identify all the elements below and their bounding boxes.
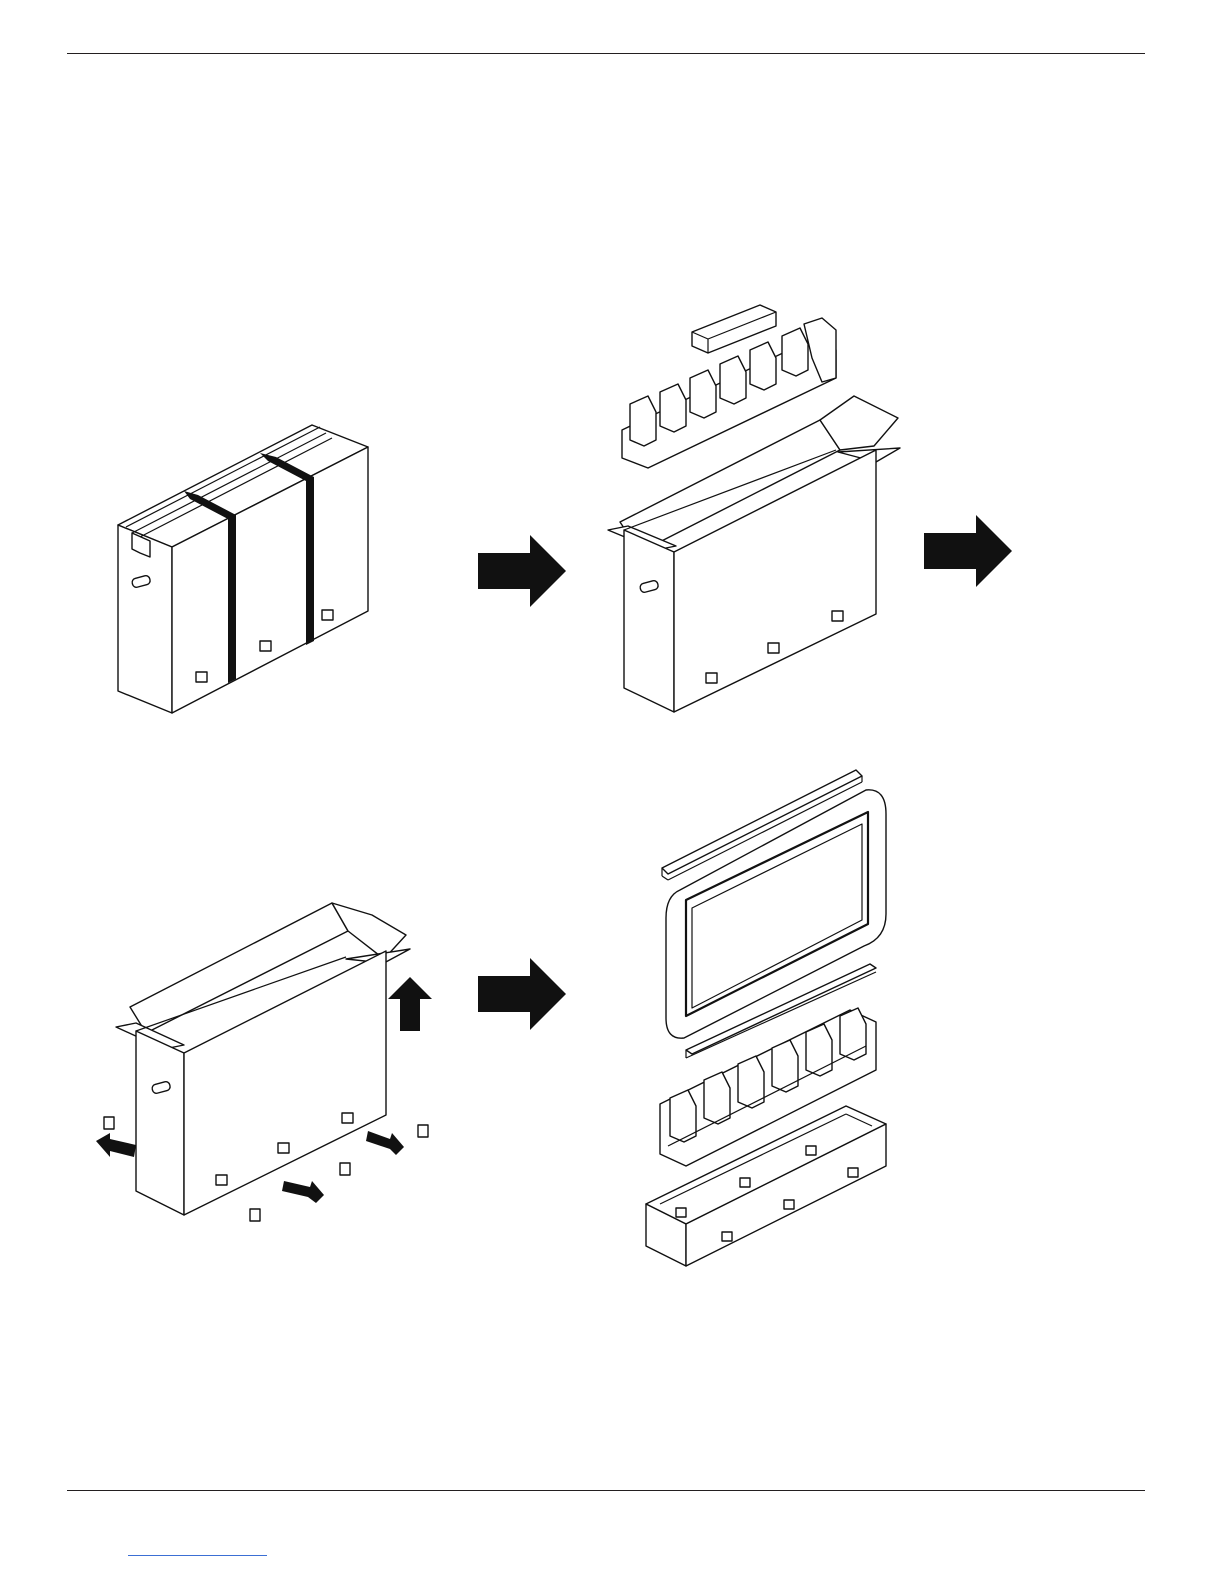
footer-link-underline[interactable] xyxy=(128,1555,267,1556)
unpacked-display-illustration xyxy=(640,768,910,1273)
lift-carton-illustration xyxy=(90,895,440,1235)
header-rule xyxy=(67,53,1145,54)
right-arrow-1 xyxy=(478,535,568,607)
right-arrow-3 xyxy=(478,958,568,1030)
right-arrow-2 xyxy=(924,515,1014,587)
open-carton-illustration xyxy=(600,300,910,720)
strapped-carton-illustration xyxy=(110,415,380,720)
footer-rule xyxy=(67,1490,1145,1491)
